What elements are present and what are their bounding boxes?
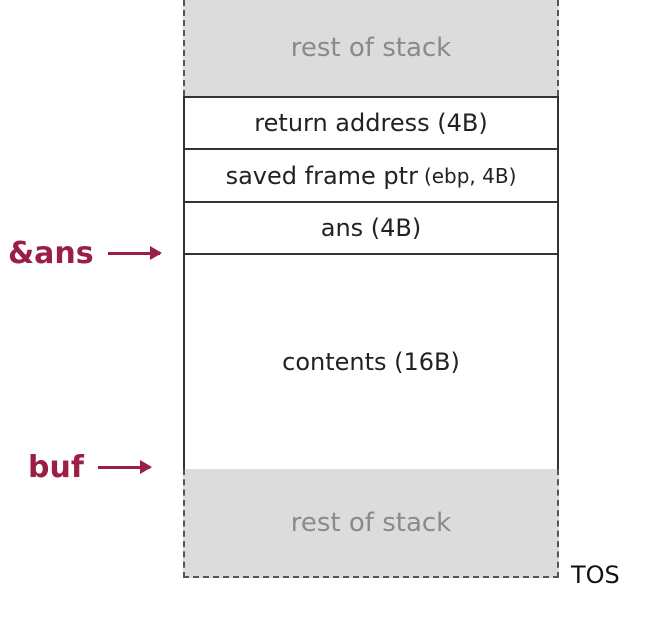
rest-of-stack-bottom: rest of stack [183,469,559,578]
return-address-cell: return address (4B) [183,96,559,150]
contents-cell: contents (16B) [183,253,559,471]
saved-frame-ptr-detail: (ebp, 4B) [423,163,517,188]
return-address-label: return address (4B) [254,109,488,137]
ans-pointer: &ans [8,236,162,271]
ans-label: ans (4B) [320,214,422,242]
buf-pointer-label: buf [28,450,84,485]
saved-frame-ptr-cell: saved frame ptr (ebp, 4B) [183,148,559,203]
ans-pointer-arrow-icon [107,246,162,260]
rest-of-stack-top: rest of stack [183,0,559,96]
ans-cell: ans (4B) [183,201,559,255]
contents-label: contents (16B) [282,348,460,376]
rest-of-stack-bottom-label: rest of stack [290,507,452,538]
saved-frame-ptr-label: saved frame ptr [225,161,418,190]
rest-of-stack-top-label: rest of stack [290,33,452,63]
tos-label: TOS [571,561,620,589]
buf-pointer: buf [28,450,152,485]
stack-diagram: rest of stack return address (4B) saved … [183,0,559,578]
ans-pointer-label: &ans [8,236,94,271]
buf-pointer-arrow-icon [97,460,152,474]
